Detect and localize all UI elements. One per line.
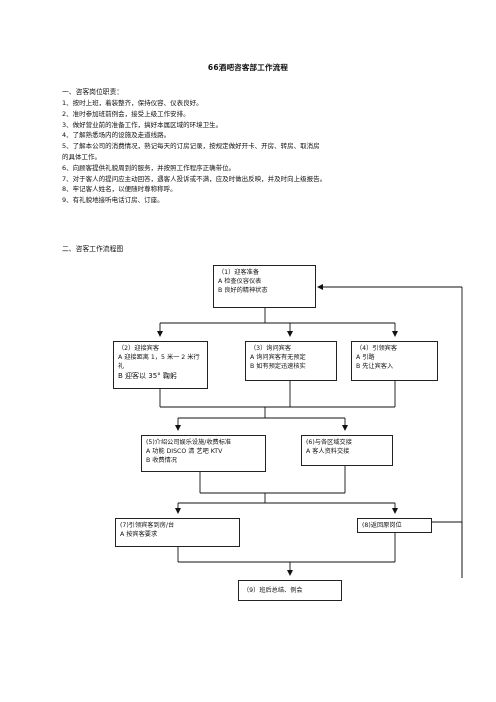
duty-item: 8、牢记客人姓名，以便随时尊称称呼。 <box>62 185 177 194</box>
flow-box-2: （2）迎接宾客 A 迎接距离 1，5 米一 2 米行 礼 B 迎客以 35° 鞠… <box>113 341 208 389</box>
flow-box-title: （1）迎客准备 <box>218 269 260 276</box>
duty-item: 7、对于客人的提问应主动回答，遇客人投诉或不满，应及时做出反映，并及时向上级报告… <box>62 174 327 183</box>
flow-box-title: (8)返回原岗位 <box>362 522 402 529</box>
flow-box-title: (5)介绍公司娱乐设施/收费标准 <box>146 439 232 446</box>
flow-box-line: B 迎客以 35° 鞠躬 <box>118 371 177 380</box>
flow-box-line: A 询问宾客有无预定 <box>250 354 306 362</box>
flow-box-line: 礼 <box>118 363 125 371</box>
flow-box-title: （2）迎接宾客 <box>118 345 160 352</box>
flow-box-title: （3）询问宾客 <box>250 345 292 352</box>
flow-box-title: （9）班后总结、例会 <box>243 587 303 594</box>
flow-box-5: (5)介绍公司娱乐设施/收费标准 A 功能 DISCO 清 艺吧 KTV B 收… <box>141 435 266 472</box>
flow-box-line: A 按宾客要求 <box>120 531 158 539</box>
flow-box-1: （1）迎客准备 A 检查仪容仪表 B 良好的精神状态 <box>213 265 316 308</box>
section-heading-flowchart: 二、咨客工作流程图 <box>62 245 124 253</box>
flow-box-title: (7)引领宾客到房/台 <box>120 522 175 529</box>
flow-box-4: （4）引领宾客 A 引路 B 先让宾客入 <box>351 341 438 381</box>
duty-item: 3、做好营业前的准备工作，搞好本属区域的环境卫生。 <box>62 120 223 129</box>
duty-item: 2、准时参加班前例会，接受上级工作安排。 <box>62 109 190 118</box>
duty-item: 9、有礼貌地接听电话订房、订座。 <box>62 196 164 205</box>
flow-box-3: （3）询问宾客 A 询问宾客有无预定 B 如有预定迅速核实 <box>245 341 337 381</box>
page-title: 66酒吧咨客部工作流程 <box>207 63 289 72</box>
flow-box-8: (8)返回原岗位 <box>357 518 432 533</box>
flow-box-line: A 功能 DISCO 清 艺吧 KTV <box>146 448 223 456</box>
flow-box-line: A 客人资料交接 <box>306 448 350 456</box>
duty-item: 的具体工作。 <box>62 152 101 161</box>
flow-box-line: B 良好的精神状态 <box>218 287 268 295</box>
flow-box-line: B 如有预定迅速核实 <box>250 363 306 371</box>
flow-box-line: B 收费情况 <box>146 457 177 465</box>
flow-box-line: A 检查仪容仪表 <box>218 278 262 286</box>
flow-box-line: A 引路 <box>356 354 375 362</box>
flow-box-line: B 先让宾客入 <box>356 363 394 371</box>
flow-box-line: A 迎接距离 1，5 米一 2 米行 <box>118 354 200 362</box>
duties-list: 1、按时上班，着装整齐，保持仪容、仪表良好。 2、准时参加班前例会，接受上级工作… <box>62 98 442 206</box>
section-heading-duties: 一、咨客岗位职责： <box>62 88 124 96</box>
flow-box-title: (6)与各区域交接 <box>306 439 352 446</box>
flow-box-title: （4）引领宾客 <box>356 345 398 352</box>
duty-item: 5、了解本公司的消费情况，熟记每天的订房记录，按规定做好开卡、开房、转房、取消房 <box>62 142 320 151</box>
duty-item: 1、按时上班，着装整齐，保持仪容、仪表良好。 <box>62 99 203 107</box>
flow-box-7: (7)引领宾客到房/台 A 按宾客要求 <box>115 518 240 547</box>
duty-item: 4、了解熟悉场内的设施及走道线路。 <box>62 131 171 140</box>
flow-box-6: (6)与各区域交接 A 客人资料交接 <box>301 435 393 466</box>
duty-item: 6、向顾客提供礼貌周到的服务，并按照工作程序正确带位。 <box>62 163 236 172</box>
flow-box-9: （9）班后总结、例会 <box>238 580 342 601</box>
